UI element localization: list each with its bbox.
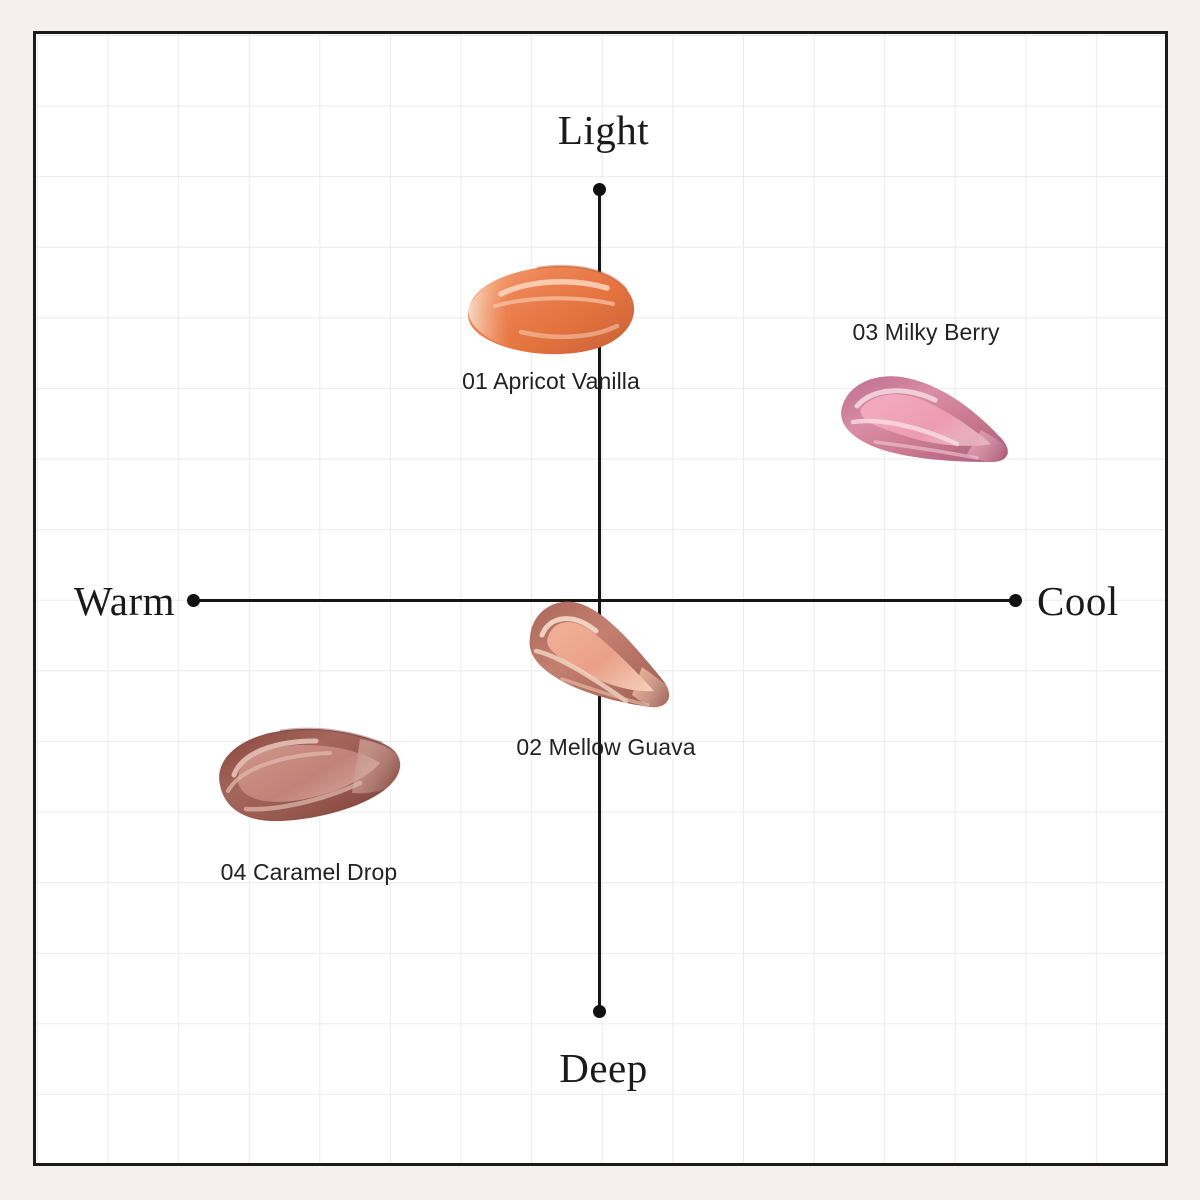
swatch-gloss-streak-1 — [539, 616, 599, 638]
swatch-gloss-streak-1 — [498, 279, 610, 297]
swatch-edge-shadow — [536, 264, 628, 291]
swatch-core-mellow-guava — [547, 622, 654, 692]
swatch-gloss-streak-2 — [493, 296, 615, 308]
swatch-apricot-vanilla[interactable] — [451, 252, 651, 362]
swatch-core-milky-berry — [860, 394, 991, 446]
axis-label-cool: Cool — [1037, 578, 1119, 624]
shade-label-apricot-vanilla: 01 Apricot Vanilla — [462, 368, 640, 394]
shade-label-milky-berry: 03 Milky Berry — [852, 319, 1000, 345]
axis-endpoint-deep-dot — [593, 1005, 606, 1018]
swatch-gloss-streak-1 — [854, 388, 938, 409]
axis-endpoint-warm-dot — [187, 594, 200, 607]
swatch-edge-shadow — [279, 727, 383, 745]
swatch-milky-berry[interactable] — [831, 364, 1021, 484]
axis-label-deep: Deep — [559, 1045, 648, 1091]
vertical-axis-line — [598, 189, 601, 1014]
horizontal-axis-line — [193, 599, 1018, 602]
axis-label-warm: Warm — [73, 578, 175, 624]
swatch-gloss-streak-2 — [850, 418, 960, 447]
swatch-gloss-streak-3 — [243, 780, 363, 812]
axis-endpoint-cool-dot — [1009, 594, 1022, 607]
shade-label-mellow-guava: 02 Mellow Guava — [516, 734, 696, 760]
swatch-mellow-guava[interactable] — [516, 589, 696, 724]
swatch-gloss-streak-3 — [560, 677, 650, 707]
chart-panel: Light Deep Warm Cool — [33, 31, 1168, 1166]
shade-label-caramel-drop: 04 Caramel Drop — [220, 859, 398, 885]
axis-endpoint-light-dot — [593, 183, 606, 196]
axis-label-light: Light — [557, 107, 650, 153]
swatch-tail-mellow-guava — [632, 667, 682, 713]
swatch-gloss-streak-2 — [533, 648, 629, 704]
swatch-gloss-streak-1 — [231, 738, 319, 778]
swatch-caramel-drop[interactable] — [204, 709, 414, 844]
swatch-gloss-streak-2 — [226, 751, 332, 793]
swatch-gloss-streak-3 — [518, 323, 620, 340]
swatch-tail-caramel-drop — [352, 739, 403, 794]
swatch-tail-milky-berry — [967, 430, 1011, 464]
swatch-gloss-streak-3 — [873, 440, 979, 460]
swatch-core-caramel-drop — [238, 745, 380, 802]
